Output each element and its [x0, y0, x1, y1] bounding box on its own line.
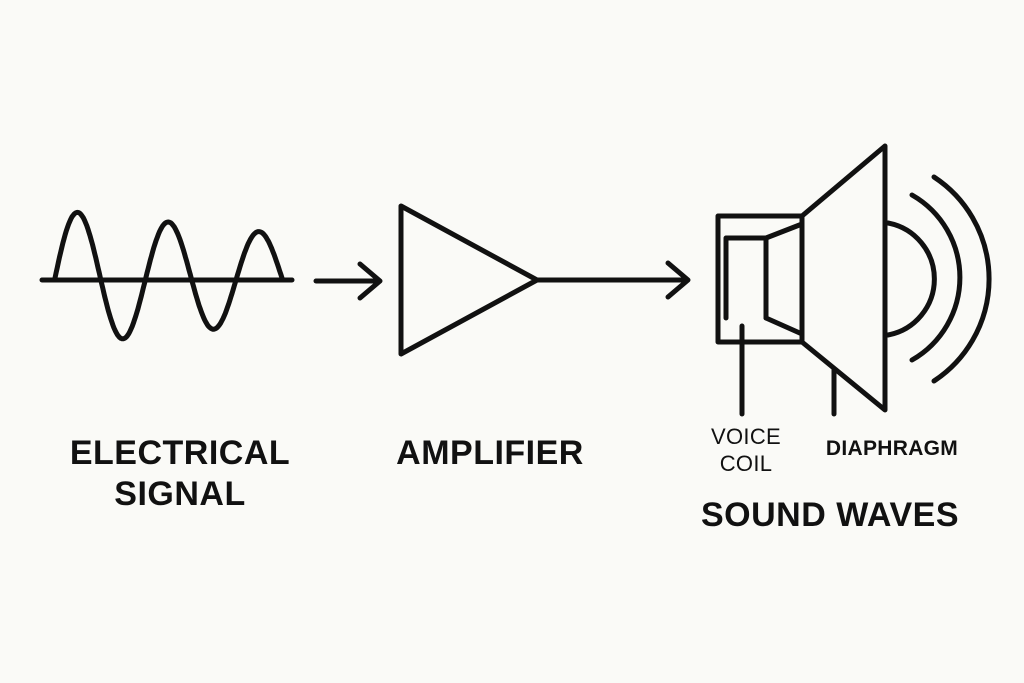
arrow-signal-to-amplifier [313, 261, 383, 301]
electrical-signal-label: ELECTRICAL SIGNAL [69, 434, 291, 514]
speaker-cone [799, 143, 888, 413]
arrow-amplifier-to-speaker [534, 260, 691, 300]
speaker-magnet-housing [715, 213, 805, 345]
sine-wave-icon [39, 209, 295, 342]
sound-wave-arcs-icon [885, 174, 992, 384]
triangle-amplifier-icon [398, 203, 540, 357]
amplifier-label: AMPLIFIER [396, 434, 584, 472]
loudspeaker-icon [715, 143, 888, 417]
voice-coil-inner [723, 235, 769, 321]
diaphragm-label: DIAPHRAGM [825, 437, 959, 460]
voice-coil-label: VOICE COIL [711, 424, 781, 476]
sound-waves-label: SOUND WAVES [700, 496, 959, 534]
